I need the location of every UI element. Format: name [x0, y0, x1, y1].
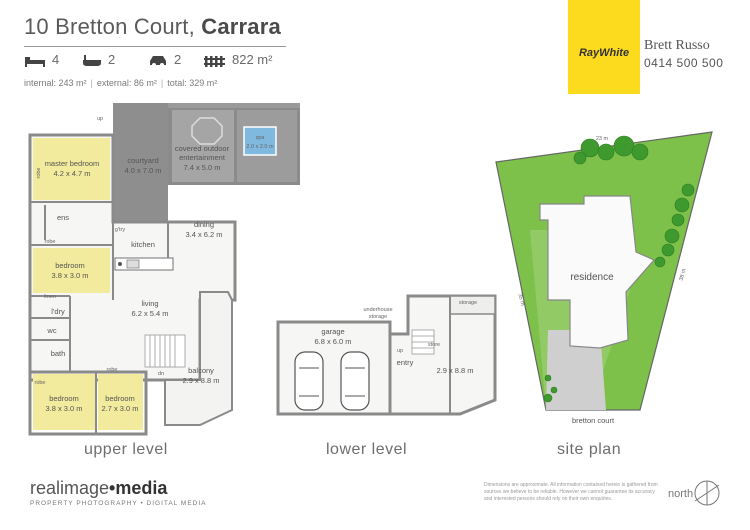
site-plan-label: site plan: [557, 441, 622, 458]
svg-text:2.0 x 2.0 m: 2.0 x 2.0 m: [246, 144, 274, 150]
kitchen-label: kitchen: [131, 240, 155, 249]
balcony-label: balcony: [188, 366, 214, 375]
car-icon: [150, 56, 166, 67]
svg-text:23 m: 23 m: [596, 136, 609, 142]
bath-label: bath: [51, 349, 66, 358]
upper-deck: [168, 103, 300, 108]
svg-text:up: up: [97, 116, 103, 122]
bathrooms-feature: 2: [82, 52, 115, 67]
garage-label: garage: [321, 327, 344, 336]
bedroom-2: [33, 248, 110, 293]
wc-label: wc: [46, 326, 56, 335]
ensuite-label: ens: [57, 213, 69, 222]
svg-text:robe: robe: [106, 367, 117, 373]
car-1: [294, 351, 324, 411]
svg-text:2.7 x 3.0 m: 2.7 x 3.0 m: [101, 404, 138, 413]
svg-text:underhouse: underhouse: [363, 307, 392, 313]
living-label: living: [141, 299, 158, 308]
master-bedroom-label: master bedroom: [45, 159, 100, 168]
residence-footprint: [539, 195, 655, 349]
agent-name: Brett Russo: [644, 38, 710, 53]
site-plan: residence bretton court 23 m 38 m 35 m: [495, 131, 713, 425]
title-divider: [24, 46, 286, 47]
residence-label: residence: [570, 272, 614, 283]
courtyard-label: courtyard: [127, 156, 158, 165]
svg-text:7.4 x 5.0 m: 7.4 x 5.0 m: [183, 163, 220, 172]
lower-level-plan: garage 6.8 x 6.0 m underhouse storage st…: [276, 294, 497, 416]
svg-text:robe: robe: [36, 167, 42, 178]
bath-icon: [83, 55, 101, 66]
north-label: north: [668, 488, 694, 500]
land-size-feature: 822 m²: [204, 52, 272, 67]
car-spaces-feature: 2: [148, 52, 181, 67]
kitchen-island: [114, 257, 174, 271]
svg-text:store: store: [428, 342, 440, 348]
svg-text:35 m: 35 m: [516, 293, 525, 307]
spa-label: spa: [256, 135, 266, 141]
svg-text:3.8 x 3.0 m: 3.8 x 3.0 m: [45, 404, 82, 413]
svg-text:6.2 x 5.4 m: 6.2 x 5.4 m: [131, 309, 168, 318]
svg-text:robe: robe: [34, 380, 45, 386]
bedroom-3-label: bedroom: [49, 394, 79, 403]
bedroom-2-label: bedroom: [55, 261, 85, 270]
svg-text:2.9 x 8.8 m: 2.9 x 8.8 m: [182, 376, 219, 385]
spa: [243, 126, 277, 156]
fence-icon: [204, 56, 225, 67]
entry-store-area: [388, 294, 497, 416]
upper-stairs: [144, 334, 186, 368]
svg-text:storage: storage: [459, 300, 477, 306]
svg-text:robe: robe: [44, 239, 55, 245]
svg-text:dn: dn: [158, 371, 164, 377]
lower-level-label: lower level: [326, 441, 408, 458]
svg-text:entertainment: entertainment: [179, 153, 226, 162]
svg-text:g'try: g'try: [115, 227, 125, 233]
courtyard-area: [113, 103, 168, 222]
bedroom-4: [98, 374, 143, 430]
disclaimer-text: Dimensions are approximate. All informat…: [484, 482, 658, 502]
trees: [543, 135, 695, 403]
svg-text:4.0 x 7.0 m: 4.0 x 7.0 m: [124, 166, 161, 175]
covered-outdoor-label: covered outdoor: [175, 144, 230, 153]
entry-label: entry: [397, 358, 414, 367]
street-label: bretton court: [572, 416, 615, 425]
bedroom-3: [33, 374, 95, 430]
svg-text:3.4 x 6.2 m: 3.4 x 6.2 m: [185, 230, 222, 239]
bedroom-4-label: bedroom: [105, 394, 135, 403]
property-title: 10 Bretton Court, Carrara: [24, 14, 281, 39]
agent-phone: 0414 500 500: [644, 56, 724, 70]
north-arrow-icon: [694, 480, 720, 506]
svg-text:storage: storage: [369, 314, 387, 320]
svg-text:linen: linen: [44, 294, 56, 300]
driveway: [546, 330, 606, 410]
bed-icon: [25, 57, 45, 67]
svg-text:2.9 x 8.8 m: 2.9 x 8.8 m: [436, 366, 473, 375]
car-2: [340, 351, 370, 411]
svg-text:4.2 x 4.7 m: 4.2 x 4.7 m: [53, 169, 90, 178]
balcony-area: [164, 291, 233, 426]
svg-text:3.8 x 3.0 m: 3.8 x 3.0 m: [51, 271, 88, 280]
bedrooms-feature: 4: [24, 52, 59, 67]
master-bedroom: [33, 138, 110, 200]
upper-level-label: upper level: [84, 441, 168, 458]
dining-label: dining: [194, 220, 214, 229]
svg-text:up: up: [397, 348, 403, 354]
svg-text:38 m: 38 m: [679, 268, 688, 282]
agency-logo: RayWhite: [568, 0, 640, 94]
svg-text:6.8 x 6.0 m: 6.8 x 6.0 m: [314, 337, 351, 346]
upper-level-plan: master bedroom 4.2 x 4.7 m courtyard 4.0…: [28, 103, 300, 436]
laundry-label: l'dry: [51, 307, 65, 316]
photographer-logo: realimage•media: [30, 478, 168, 498]
photographer-tagline: PROPERTY PHOTOGRAPHY • DIGITAL MEDIA: [30, 500, 207, 507]
floor-area-summary: internal: 243 m²|external: 86 m²|total: …: [24, 78, 218, 88]
